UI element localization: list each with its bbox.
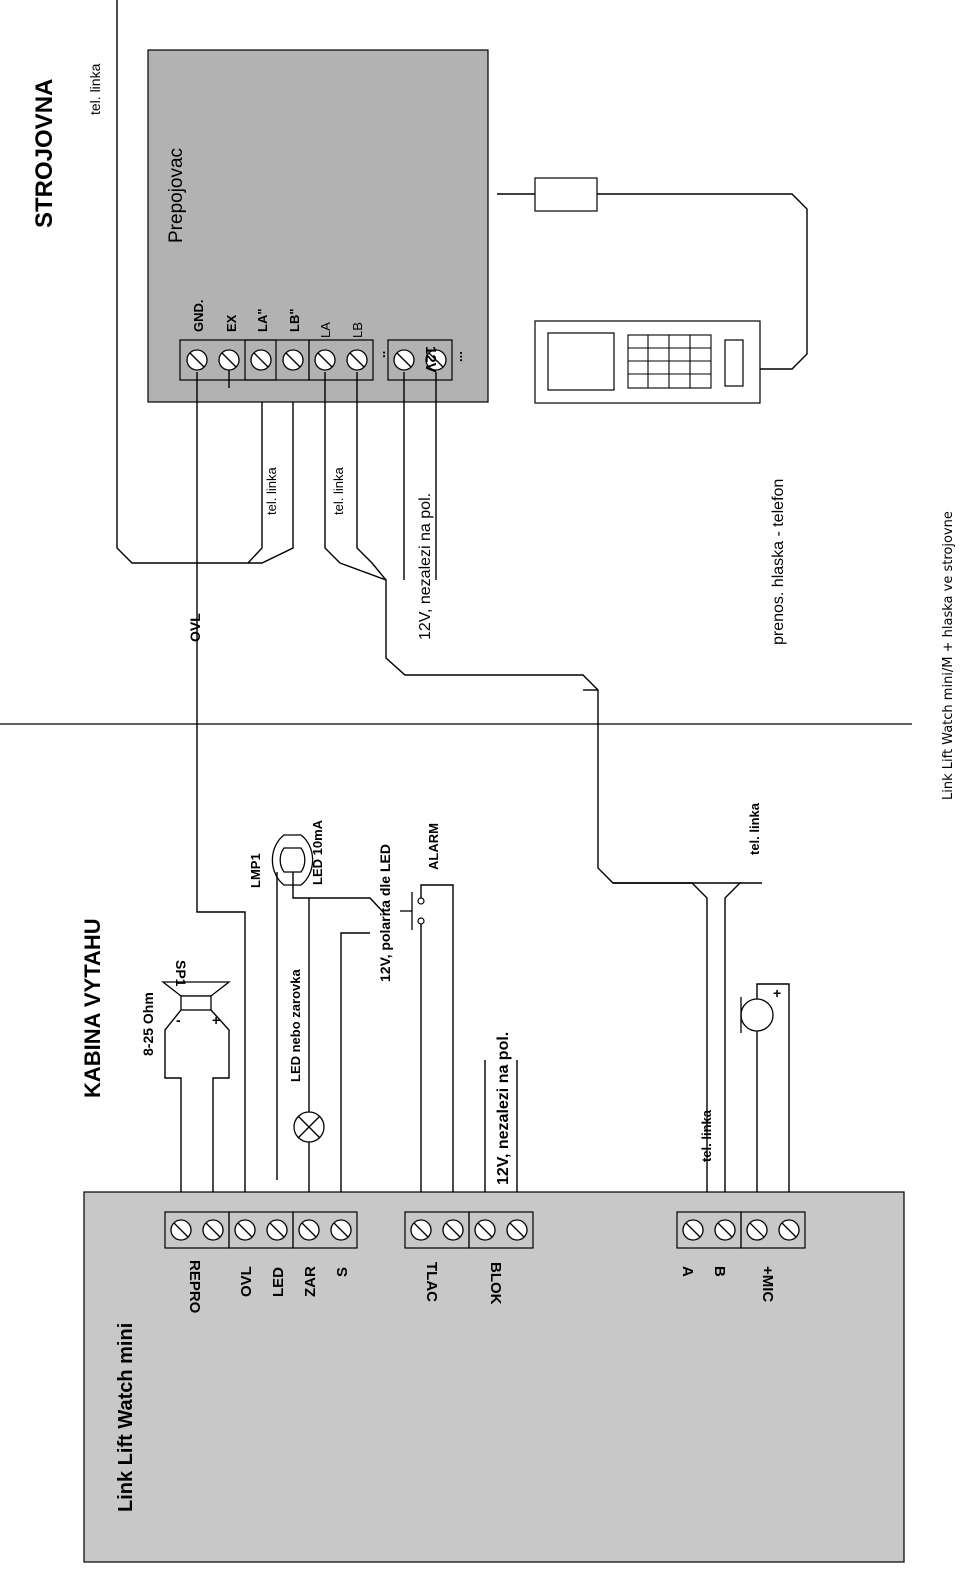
telephone-handset [534,320,761,404]
terminal-screw [218,349,240,371]
top-tel-line [116,0,263,564]
lamp-alt-label: LED nebo zarovka [288,969,303,1082]
terminal-screw [474,1219,496,1241]
terminal-screw [234,1219,256,1241]
bulb-icon [293,1111,325,1143]
main-unit-title: Link Lift Watch mini [115,1323,137,1512]
s-wire [340,932,370,1220]
terminal-label-ex: EX [224,314,239,332]
speaker-wire-plus [210,1009,230,1220]
speaker [161,981,231,1011]
terminal-screw [202,1219,224,1241]
mic-plus-label: + [773,985,781,1001]
lb-wire [356,372,387,581]
terminal-screw [778,1219,800,1241]
main-unit-box: Link Lift Watch mini [83,1191,905,1563]
switcher-box: Prepojovac GND. EX LA" LB" LA LB .. 12V … [147,49,489,403]
b-wire [613,882,742,1220]
cabin-title: KABINA VYTAHU [80,918,105,1098]
handset-fuse [534,177,598,212]
terminal-label-s: S [334,1267,351,1277]
terminal-label-repro: REPRO [186,1260,203,1314]
speaker-impedance-label: 8-25 Ohm [140,992,156,1056]
lamp-lmp1 [271,834,314,886]
ovl-wire [196,372,246,1220]
diagram-caption: Link Lift Watch mini/M + hlaska ve stroj… [941,511,956,800]
ovl-wire-label: OVL [187,613,203,642]
tel-linka-cabin-label: tel. linka [747,802,762,855]
terminal-screw [714,1219,736,1241]
terminal-screw [506,1219,528,1241]
terminal-screw [346,349,368,371]
terminal-label-blok: BLOK [487,1262,504,1305]
keypad-grid [627,334,712,389]
terminal-screw [410,1219,432,1241]
terminal-label-zar: ZAR [302,1266,319,1297]
tel-linka-cabin-label-2: tel. linka [699,1109,714,1162]
terminal-label-la: LA [318,322,333,338]
microphone-icon [740,997,774,1033]
terminal-label-a: A [679,1266,696,1277]
switcher-terminal-strip [179,339,453,381]
terminal-screw [682,1219,704,1241]
terminal-screw [186,349,208,371]
terminal-label-lb: LB [350,322,365,338]
lamp-wire-b [292,872,386,915]
tel-linka-label-1: tel. linka [264,467,279,515]
terminal-screw [330,1219,352,1241]
machine-room-title: STROJOVNA [31,79,58,228]
lamp-ref-label: LMP1 [248,853,263,888]
alarm-wire-b [420,884,454,1220]
speaker-wire-minus [164,1009,182,1220]
led-polarity-label: 12V, polarita dle LED [377,844,393,982]
speaker-minus-label: - [176,1012,181,1028]
lamp-led-label: LED 10mA [310,819,325,885]
tel-linka-top-label: tel. linka [87,63,103,115]
speaker-ref-label: SP1 [173,960,189,987]
tel-linka-label-2: tel. linka [331,467,346,515]
terminal-label-gnd: GND. [191,300,206,333]
lb-double-wire [248,372,294,564]
terminal-screw [314,349,336,371]
speaker-plus-label: + [212,1012,220,1028]
handset-label: prenos. hlaska - telefon [770,479,787,645]
terminal-label-led: LED [270,1267,287,1297]
switcher-title: Prepojovac [166,148,187,243]
terminal-label-12v: 12V [422,346,439,373]
terminal-screw [393,349,415,371]
mic-wire-b [756,983,790,1220]
terminal-screw [282,349,304,371]
power-machine-room-label: 12V, nezalezi na pol. [417,493,434,640]
terminal-label-la2: LA" [255,309,270,333]
main-terminal-strip-2 [404,1211,534,1249]
terminal-screw [746,1219,768,1241]
terminal-label-lb2: LB" [287,309,302,333]
power-cabin-label: 12V, nezalezi na pol. [495,1032,512,1185]
terminal-label-tlac: TLAC [423,1262,440,1302]
terminal-label-b: B [711,1266,728,1277]
la-wire [324,372,708,1220]
terminal-label-ovl: OVL [238,1266,255,1297]
terminal-label-dots: .. [373,351,388,358]
main-terminal-strip-3 [676,1211,806,1249]
terminal-screw [170,1219,192,1241]
terminal-screw [425,349,447,371]
terminal-label-dots2: ... [450,351,465,362]
handset-wire-2 [597,193,808,370]
terminal-screw [250,349,272,371]
terminal-screw [298,1219,320,1241]
alarm-label: ALARM [426,823,441,870]
terminal-screw [442,1219,464,1241]
terminal-screw [266,1219,288,1241]
terminal-label-mic: +MIC [759,1266,776,1302]
main-terminal-strip-1 [164,1211,358,1249]
